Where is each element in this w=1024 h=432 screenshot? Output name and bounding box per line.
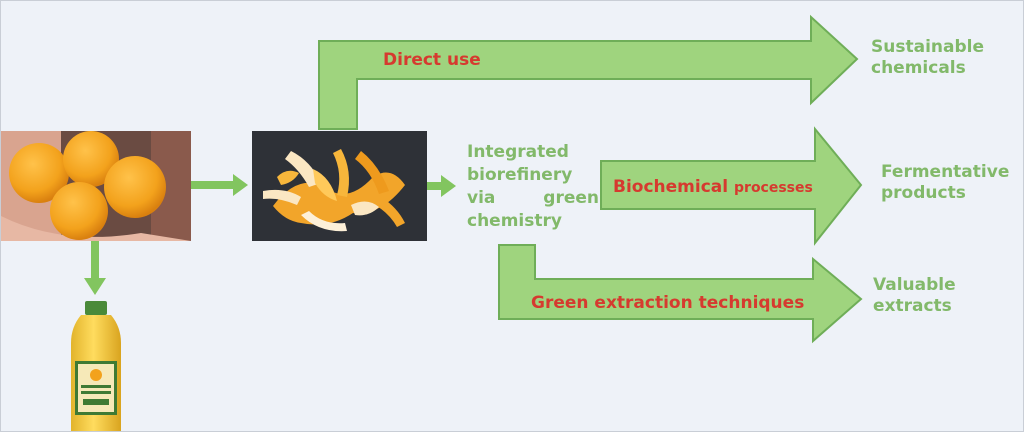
peel-to-biorefinery-arrow [405, 175, 456, 197]
integrated-line-3-b: green [543, 188, 599, 208]
biochemical-sub-text: processes [734, 180, 813, 196]
valuable-extracts-label: Valuable extracts [873, 275, 956, 317]
oranges-to-juice-arrow [84, 241, 106, 295]
green-extraction-arrow [498, 244, 863, 344]
direct-use-label: Direct use [383, 50, 481, 70]
orange-peel-photo [252, 131, 427, 241]
oranges-to-peel-arrow [191, 174, 248, 196]
biochemical-main-text: Biochemical [613, 177, 729, 197]
juice-bottle [71, 301, 121, 431]
sustainable-chemicals-label: Sustainable chemicals [871, 37, 984, 79]
integrated-line-3: via green [467, 187, 599, 210]
fermentative-products-label: Fermentative products [881, 162, 1009, 204]
direct-use-arrow [318, 14, 859, 130]
integrated-line-2: biorefinery [467, 165, 573, 185]
fermentative-line-1: Fermentative [881, 162, 1010, 182]
integrated-line-1: Integrated [467, 142, 569, 162]
valuable-line-2: extracts [873, 296, 952, 316]
sustainable-line-1: Sustainable [871, 37, 984, 57]
green-extraction-label: Green extraction techniques [531, 293, 805, 313]
biochemical-processes-label: Biochemical processes [613, 177, 813, 198]
integrated-biorefinery-label: Integrated biorefinery via green chemist… [467, 141, 599, 233]
integrated-line-3-a: via [467, 188, 496, 208]
integrated-line-4: chemistry [467, 211, 562, 231]
valuable-line-1: Valuable [873, 275, 956, 295]
sustainable-line-2: chemicals [871, 58, 966, 78]
fermentative-line-2: products [881, 183, 966, 203]
biochemical-arrow [600, 126, 863, 246]
oranges-photo [1, 131, 191, 241]
